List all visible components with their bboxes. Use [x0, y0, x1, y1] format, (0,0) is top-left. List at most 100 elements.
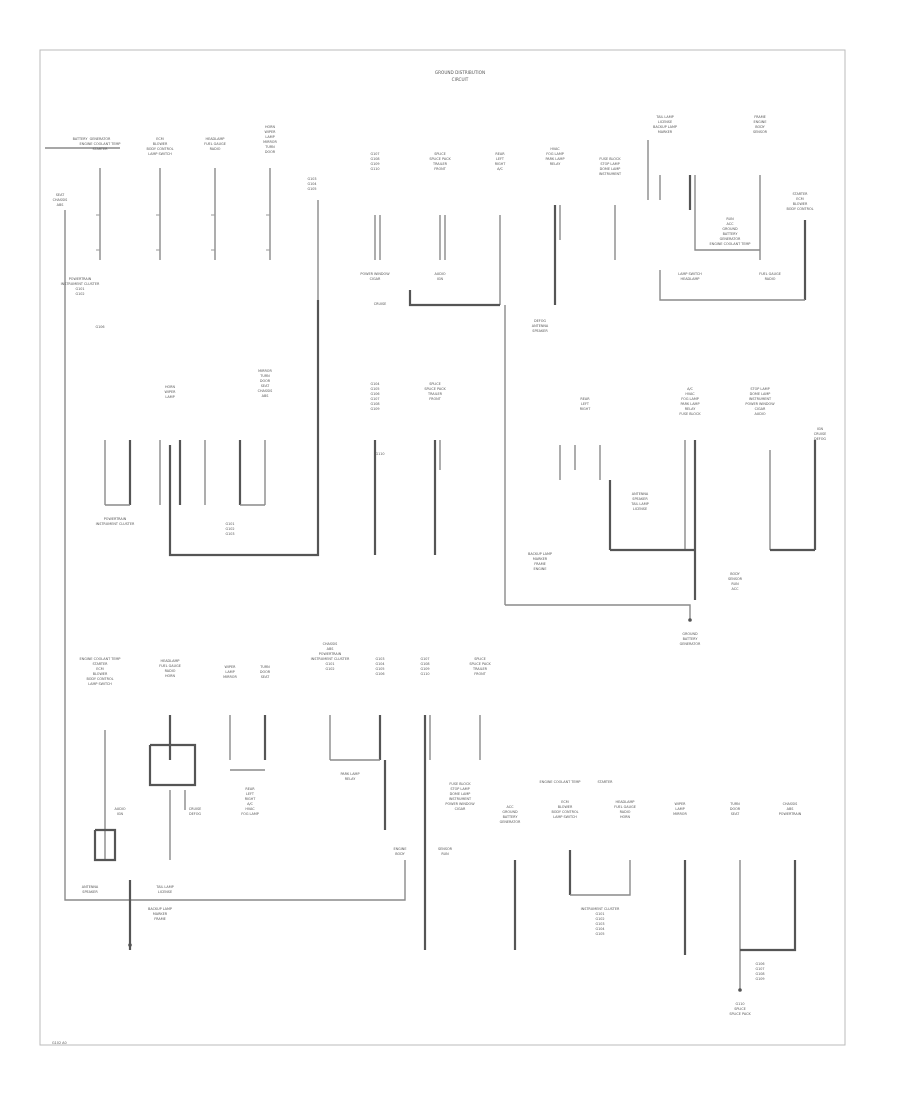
component-label: SPEAKER	[82, 890, 98, 894]
component-label: FRONT	[474, 672, 487, 676]
wire-run	[148, 743, 197, 787]
component-label: ENGINE	[394, 847, 407, 851]
wire-run	[168, 300, 320, 557]
component-label: RUN	[441, 852, 449, 856]
wire-run	[740, 860, 797, 952]
component-label: BACKUP LAMP	[148, 907, 172, 911]
component-label: HORN	[265, 125, 276, 129]
component-label: IGN	[117, 812, 124, 816]
component-label: BACKUP LAMP	[653, 125, 677, 129]
component-label: LEFT	[496, 157, 505, 161]
component-label: GENERATOR	[500, 820, 521, 824]
component-label: DEFOG	[814, 437, 826, 441]
component-label: HORN	[165, 674, 176, 678]
component-label: LAMP SWITCH	[88, 682, 112, 686]
component-label: SENSOR	[753, 130, 768, 134]
component-label: TURN	[729, 802, 740, 806]
component-label: RUN	[731, 582, 739, 586]
component-label: BLOWER	[558, 805, 573, 809]
component-label: POWER WINDOW	[360, 272, 390, 276]
component-label: WIPER	[675, 802, 687, 806]
component-label: MIRROR	[673, 812, 687, 816]
component-label: INSTRUMENT	[749, 397, 772, 401]
component-label: FRONT	[429, 397, 442, 401]
component-label: BLOWER	[93, 672, 108, 676]
component-label: FUEL GAUGE	[759, 272, 781, 276]
component-label: G102	[325, 667, 334, 671]
component-label: GROUND	[502, 810, 518, 814]
component-label: SPLICE	[474, 657, 486, 661]
component-label: ECM	[96, 667, 104, 671]
component-label: INSTRUMENT CLUSTER	[311, 657, 350, 661]
wire-run	[659, 270, 805, 301]
component-label: G108	[370, 402, 379, 406]
component-label: ABS	[327, 647, 334, 651]
component-label: MARKER	[533, 557, 548, 561]
component-label: TRAILER	[432, 162, 448, 166]
splice-node	[688, 618, 692, 622]
component-label: BODY	[755, 125, 765, 129]
component-label: RADIO	[620, 810, 631, 814]
component-label: G102	[225, 527, 234, 531]
component-label: G107	[755, 967, 764, 971]
component-label: ECM	[156, 137, 164, 141]
component-label: G103	[307, 177, 316, 181]
component-label: DOOR	[730, 807, 741, 811]
component-label: CIGAR	[755, 407, 766, 411]
component-label: HEADLAMP	[681, 277, 700, 281]
component-label: ENGINE COOLANT TEMP	[80, 142, 121, 146]
component-label: AUDIO	[114, 807, 125, 811]
component-label: LEFT	[581, 402, 590, 406]
wire-run	[93, 828, 117, 862]
component-label: RELAY	[345, 777, 357, 781]
component-label: GENERATOR	[720, 237, 741, 241]
diagram-subtitle: CIRCUIT	[452, 77, 469, 82]
component-label: SPLICE	[434, 152, 446, 156]
component-label: CHASSIS	[783, 802, 798, 806]
component-label: LAMP SWITCH	[678, 272, 702, 276]
component-label: DOOR	[260, 670, 271, 674]
component-label: LAMP	[265, 135, 274, 139]
component-label: TAIL LAMP	[655, 115, 673, 119]
component-label: MIRROR	[263, 140, 277, 144]
component-label: LAMP	[225, 670, 234, 674]
component-label: G108	[420, 662, 429, 666]
component-label: HVAC	[550, 147, 560, 151]
component-label: BATTERY	[683, 637, 699, 641]
component-label: FUEL GAUGE	[204, 142, 226, 146]
component-label: MIRROR	[258, 369, 272, 373]
component-label: G108	[755, 972, 764, 976]
component-label: CRUISE	[189, 807, 202, 811]
component-label: SEAT	[261, 675, 270, 679]
component-label: STARTER	[93, 662, 109, 666]
component-label: BATTERY	[503, 815, 519, 819]
wire-run	[505, 604, 691, 620]
component-label: MARKER	[153, 912, 168, 916]
component-label: G109	[420, 667, 429, 671]
component-label: BATTERY	[723, 232, 739, 236]
component-label: LICENSE	[658, 120, 672, 124]
component-label: ANTENNA	[532, 324, 549, 328]
component-label: G110	[370, 167, 379, 171]
component-label: LAMP	[165, 395, 174, 399]
component-label: INSTRUMENT CLUSTER	[61, 282, 100, 286]
component-label: BODY CONTROL	[551, 810, 578, 814]
component-label: G107	[420, 657, 429, 661]
component-label: G105	[595, 932, 604, 936]
component-label: ANTENNA	[632, 492, 649, 496]
component-label: G104	[307, 182, 316, 186]
component-label: SPLICE	[429, 382, 441, 386]
component-label: G105	[375, 667, 384, 671]
component-label: G107	[370, 397, 379, 401]
component-label: RADIO	[765, 277, 776, 281]
component-label: ACC	[732, 587, 740, 591]
component-label: PARK LAMP	[340, 772, 359, 776]
component-label: G109	[370, 162, 379, 166]
component-label: G103	[375, 657, 384, 661]
component-label: FUSE BLOCK	[599, 157, 621, 161]
component-label: BODY CONTROL	[146, 147, 173, 151]
wire-run	[694, 175, 760, 251]
component-label: G102	[595, 917, 604, 921]
splice-node	[128, 943, 132, 947]
